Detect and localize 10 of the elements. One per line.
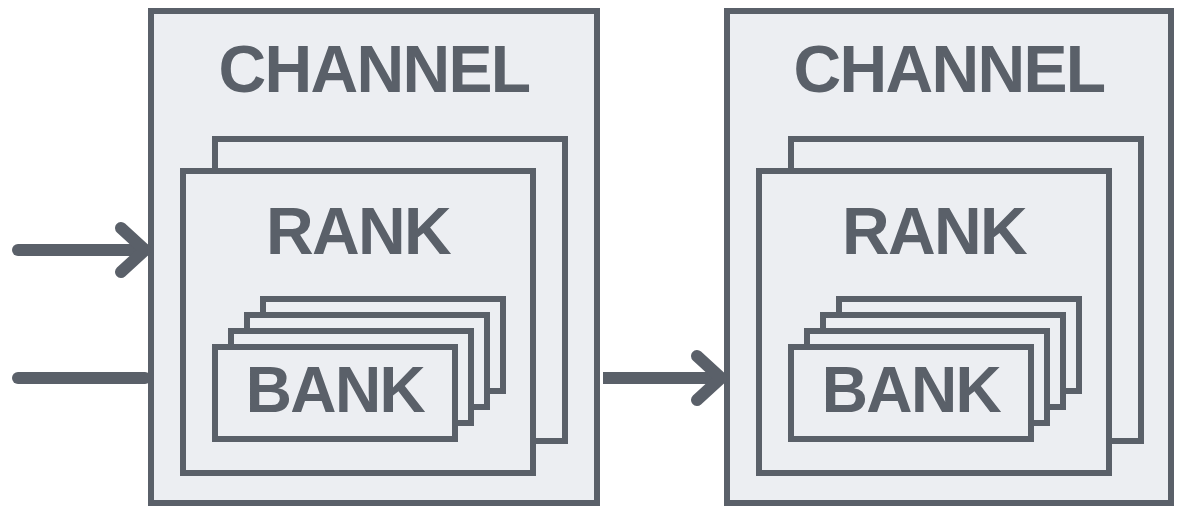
arrow xyxy=(12,222,151,278)
box-label: BANK xyxy=(820,358,1002,422)
box-label: CHANNEL xyxy=(217,36,531,102)
box-label: CHANNEL xyxy=(792,36,1106,102)
channel-box xyxy=(724,8,1174,506)
box-label: RANK xyxy=(840,198,1028,264)
box-label: BANK xyxy=(244,358,426,422)
channel-box xyxy=(148,8,600,506)
arrow xyxy=(603,350,727,406)
box-label: RANK xyxy=(264,198,452,264)
